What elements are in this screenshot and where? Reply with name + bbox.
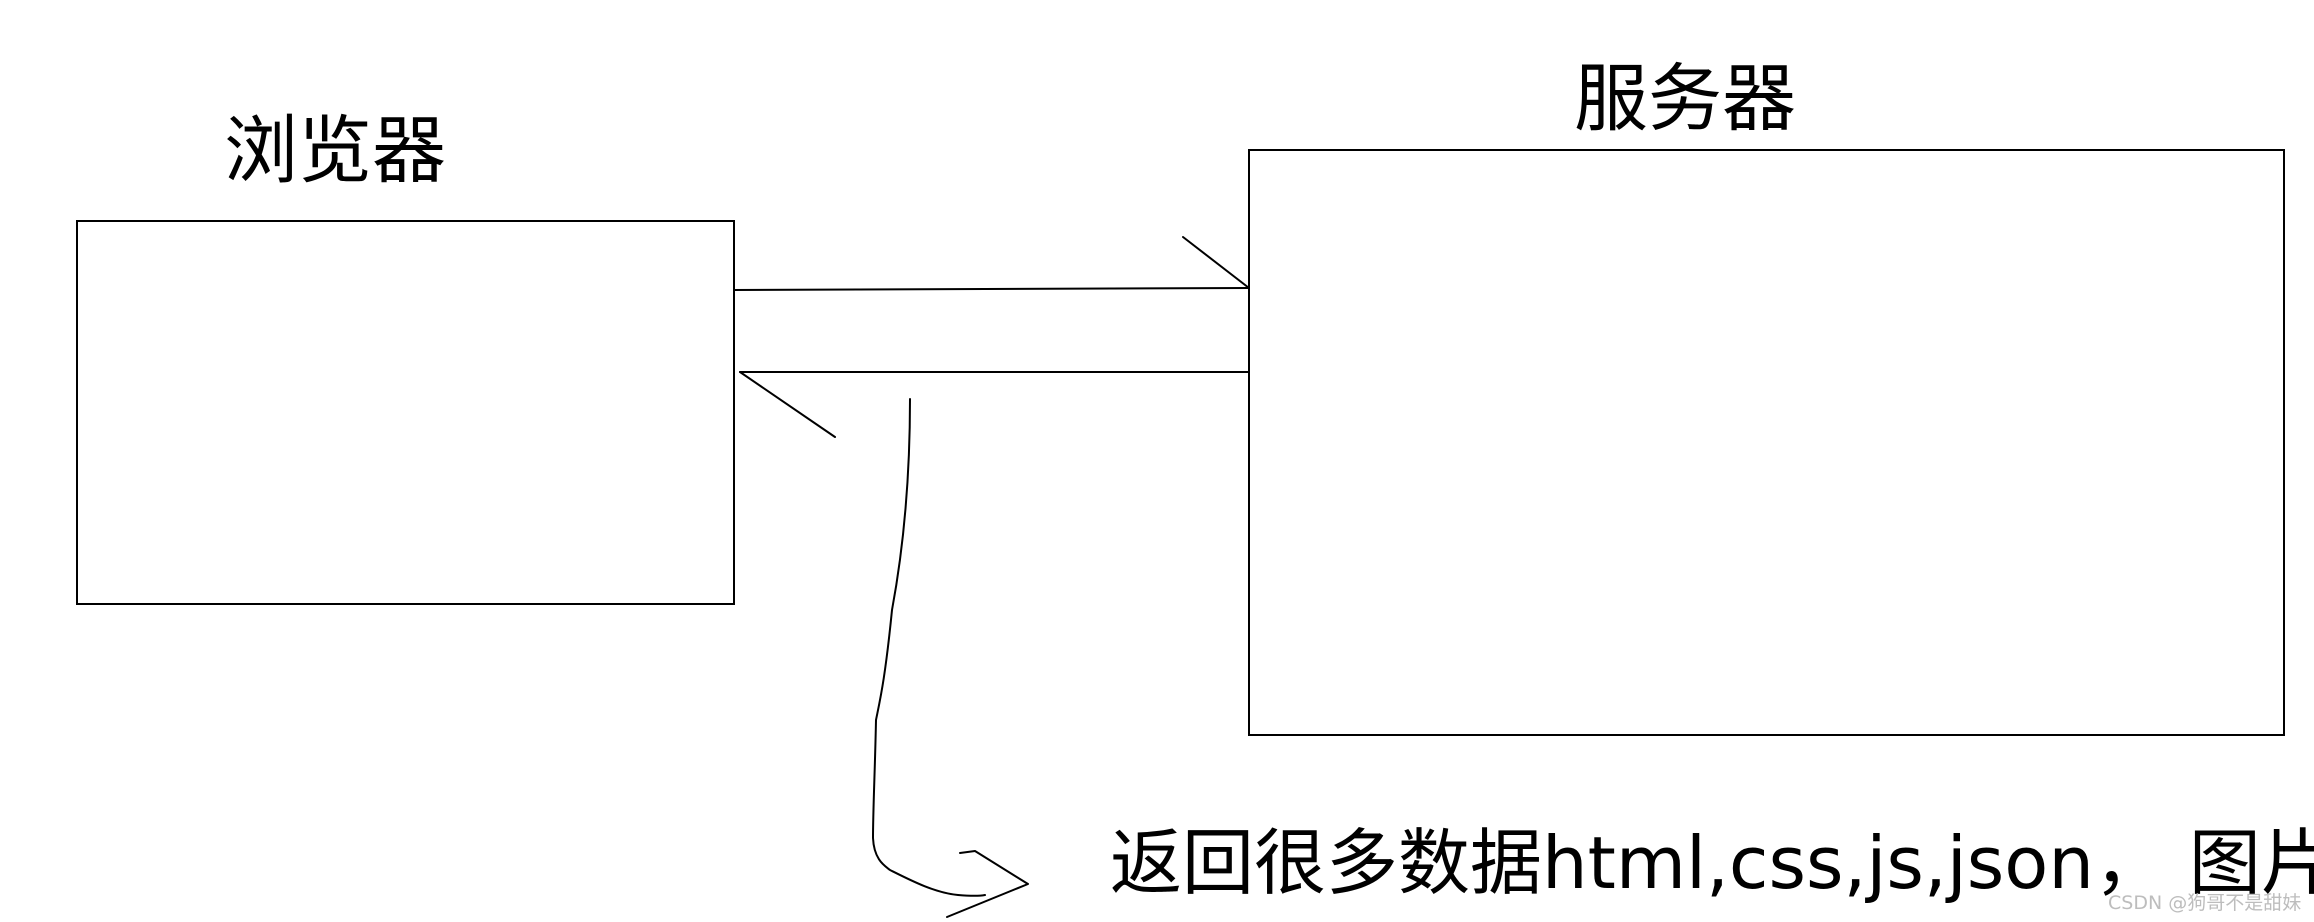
server-label: 服务器 <box>1574 56 1796 142</box>
server-box <box>1248 149 2285 736</box>
browser-label: 浏览器 <box>224 108 446 194</box>
watermark-text: CSDN @狗哥不是甜妹 <box>2108 892 2301 914</box>
browser-box <box>76 220 735 605</box>
response-arrowhead <box>739 371 836 438</box>
callout-arrowhead <box>946 850 1029 918</box>
request-line <box>733 287 1250 291</box>
response-note: 返回很多数据html,css,js,json， 图片 <box>1110 821 2314 905</box>
request-arrowhead <box>1182 236 1250 289</box>
callout-arrow <box>872 398 986 897</box>
